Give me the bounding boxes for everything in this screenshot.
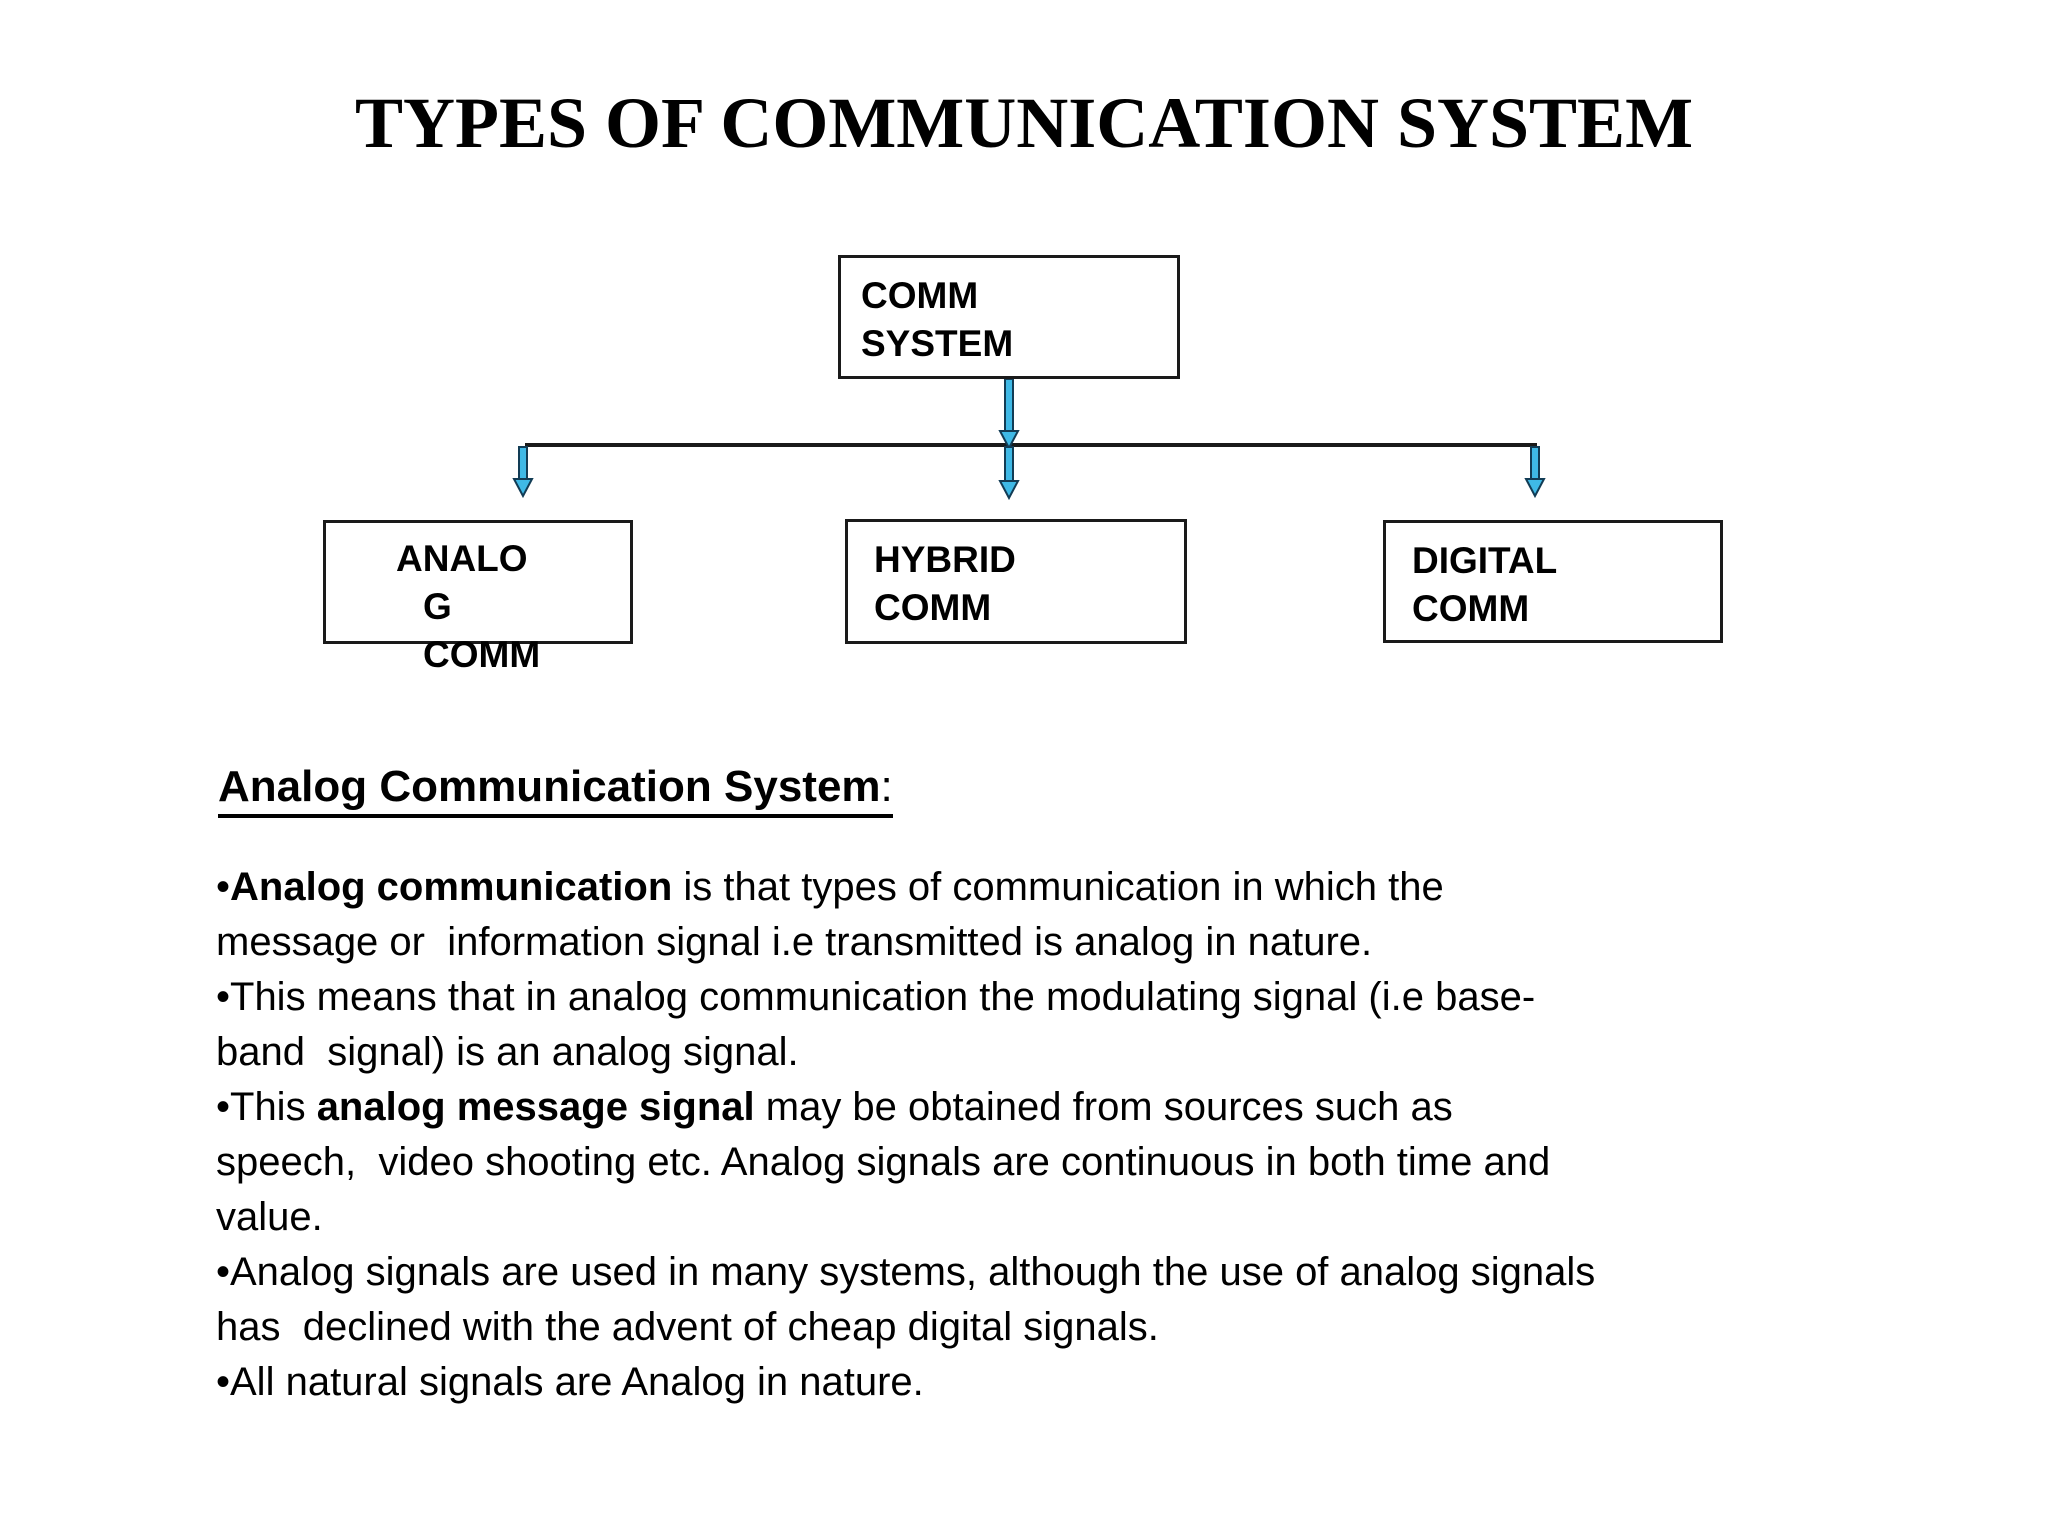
text-segment: •All natural signals are Analog in natur… [216,1360,924,1404]
box-label-line: COMM [861,275,979,316]
box-label-line: G [423,586,452,627]
section-heading-text: Analog Communication System [218,762,881,811]
bullet-item: •This means that in analog communication… [216,970,1896,1080]
digital-comm-box: DIGITAL COMM [1383,520,1723,643]
text-segment: analog message signal [316,1085,755,1129]
bullet-item: •Analog communication is that types of c… [216,860,1896,970]
bullet-item: •This analog message signal may be obtai… [216,1080,1896,1245]
analog-comm-box: ANALO G COMM [323,520,633,675]
box-label-line: COMM [423,634,541,675]
text-segment: may be obtained from sources such as spe… [216,1085,1551,1239]
comm-system-box: COMM SYSTEM [838,255,1180,379]
slide-title: TYPES OF COMMUNICATION SYSTEM [354,83,1694,163]
text-segment: •Analog signals are used in many systems… [216,1250,1596,1349]
down-arrow-icon [1524,446,1546,499]
box-label-line: HYBRID [874,539,1016,580]
bullet-list: •Analog communication is that types of c… [216,860,1896,1410]
text-segment: Analog communication [230,865,673,909]
down-arrow-icon [998,446,1020,501]
box-label-line: COMM [1412,588,1530,629]
box-label-line: ANALO [396,538,528,579]
down-arrow-icon [998,378,1020,451]
hybrid-comm-box: HYBRID COMM [845,519,1187,644]
section-heading-colon: : [880,762,893,811]
text-segment: • [216,865,231,909]
box-label-line: SYSTEM [861,323,1014,364]
down-arrow-icon [512,446,534,499]
text-segment: •This [216,1085,317,1129]
bullet-item: •All natural signals are Analog in natur… [216,1355,1896,1410]
bullet-item: •Analog signals are used in many systems… [216,1245,1896,1355]
text-segment: •This means that in analog communication… [216,975,1536,1074]
box-label-line: DIGITAL [1412,540,1558,581]
section-heading: Analog Communication System: [218,762,893,819]
box-label-line: COMM [874,587,992,628]
text-segment: is that types of communication in which … [216,865,1444,964]
